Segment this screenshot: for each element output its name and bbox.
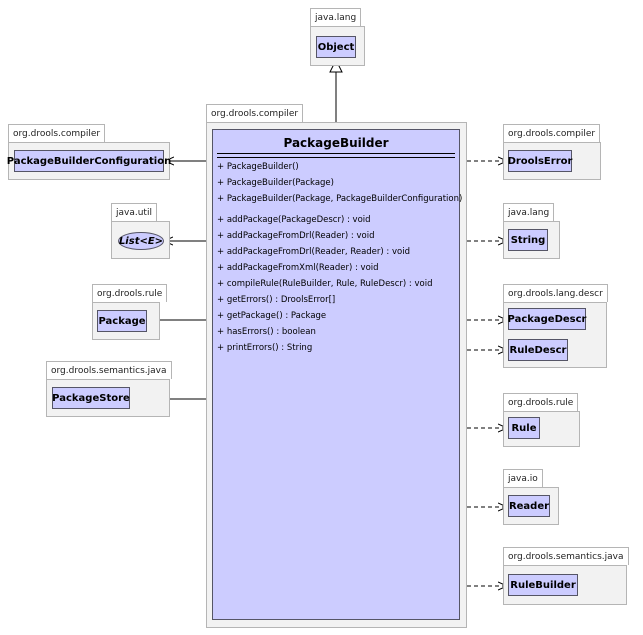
package-org-drools-semantics-java-right: org.drools.semantics.java RuleBuilder: [503, 547, 629, 605]
class-ruledescr[interactable]: RuleDescr: [508, 339, 568, 361]
class-object[interactable]: Object: [316, 36, 356, 58]
package-label: org.drools.semantics.java: [503, 547, 629, 565]
class-packagestore[interactable]: PackageStore: [52, 387, 130, 409]
package-label: java.io: [503, 469, 543, 487]
method: + printErrors() : String: [217, 343, 313, 353]
method: + addPackageFromDrl(Reader, Reader) : vo…: [217, 247, 410, 257]
package-label: java.lang: [503, 203, 555, 221]
package-org-drools-rule-right: org.drools.rule Rule: [503, 393, 580, 447]
class-reader[interactable]: Reader: [508, 495, 550, 517]
package-org-drools-semantics-java-left: org.drools.semantics.java PackageStore: [46, 361, 172, 417]
package-label: org.drools.compiler: [503, 124, 601, 142]
package-label: org.drools.compiler: [206, 104, 304, 122]
interface-list[interactable]: List<E>: [118, 232, 164, 250]
package-org-drools-rule-left: org.drools.rule Package: [92, 284, 168, 340]
package-label: org.drools.semantics.java: [46, 361, 172, 379]
class-string[interactable]: String: [508, 229, 548, 251]
class-rule[interactable]: Rule: [508, 417, 540, 439]
package-java-util: java.util List<E>: [111, 203, 170, 259]
package-java-lang-top: java.lang Object: [310, 8, 365, 66]
class-packagebuilder[interactable]: PackageBuilder + PackageBuilder() + Pack…: [212, 129, 463, 620]
package-org-drools-compiler-left: org.drools.compiler PackageBuilderConfig…: [7, 124, 171, 180]
method: + addPackageFromDrl(Reader) : void: [217, 231, 375, 241]
package-org-drools-lang-descr: org.drools.lang.descr PackageDescr RuleD…: [503, 284, 608, 368]
class-package[interactable]: Package: [97, 310, 147, 332]
constructor: + PackageBuilder(Package): [217, 178, 334, 188]
divider: [217, 157, 455, 158]
package-org-drools-compiler-right: org.drools.compiler DroolsError: [503, 124, 601, 180]
package-java-lang-right: java.lang String: [503, 203, 560, 259]
package-java-io: java.io Reader: [503, 469, 559, 525]
constructor: + PackageBuilder(Package, PackageBuilder…: [217, 194, 463, 204]
generalization-arrowhead: [329, 58, 343, 73]
method: + addPackage(PackageDescr) : void: [217, 215, 371, 225]
class-droolserror[interactable]: DroolsError: [508, 150, 572, 172]
constructor: + PackageBuilder(): [217, 162, 299, 172]
method: + getPackage() : Package: [217, 311, 327, 321]
package-label: java.lang: [310, 8, 362, 26]
method: + compileRule(RuleBuilder, Rule, RuleDes…: [217, 279, 433, 289]
package-label: org.drools.compiler: [8, 124, 106, 142]
package-label: org.drools.lang.descr: [503, 284, 608, 302]
method: + hasErrors() : boolean: [217, 327, 316, 337]
package-label: org.drools.rule: [92, 284, 168, 302]
class-packagedescr[interactable]: PackageDescr: [508, 308, 587, 330]
class-rulebuilder[interactable]: RuleBuilder: [508, 574, 578, 596]
class-name: PackageBuilder: [283, 136, 389, 150]
package-label: org.drools.rule: [503, 393, 579, 411]
method: + getErrors() : DroolsError[]: [217, 295, 336, 305]
method: + addPackageFromXml(Reader) : void: [217, 263, 379, 273]
divider: [217, 153, 455, 154]
package-label: java.util: [111, 203, 157, 221]
class-packagebuilderconfiguration[interactable]: PackageBuilderConfiguration: [7, 150, 171, 172]
